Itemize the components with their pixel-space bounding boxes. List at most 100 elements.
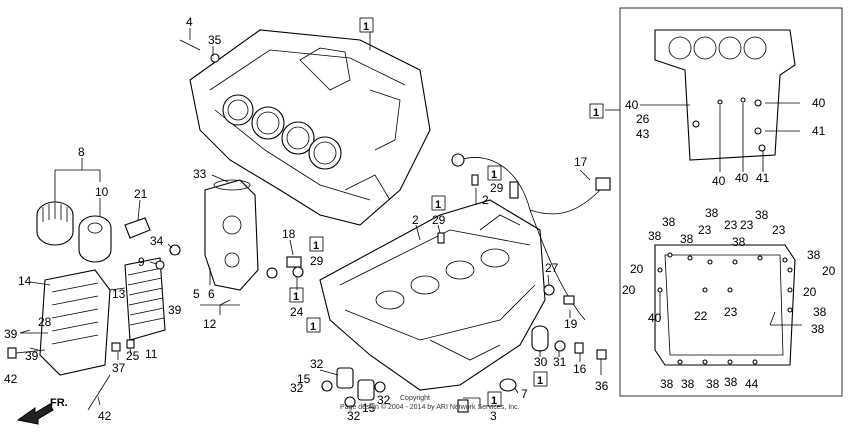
callout-18[interactable]: 18 bbox=[282, 227, 296, 241]
callout-23-b[interactable]: 23 bbox=[724, 218, 738, 232]
sensor-19[interactable] bbox=[563, 295, 575, 305]
callout-38-i[interactable]: 38 bbox=[811, 322, 825, 336]
callout-25[interactable]: 25 bbox=[126, 349, 140, 363]
oil-cooler[interactable] bbox=[124, 257, 166, 341]
callout-39-low[interactable]: 39 bbox=[25, 349, 39, 363]
stud-4[interactable] bbox=[179, 39, 201, 51]
o-ring-9[interactable] bbox=[155, 260, 165, 270]
callout-38-d[interactable]: 38 bbox=[705, 206, 719, 220]
callout-36[interactable]: 36 bbox=[595, 379, 609, 393]
callout-19[interactable]: 19 bbox=[564, 317, 578, 331]
upper-case-top-view[interactable] bbox=[654, 29, 796, 161]
callout-32-b[interactable]: 32 bbox=[290, 381, 304, 395]
oil-pipe[interactable] bbox=[124, 217, 151, 239]
callout-42-bottom[interactable]: 42 bbox=[98, 409, 112, 423]
bolt-37[interactable] bbox=[111, 342, 121, 352]
callout-43[interactable]: 43 bbox=[636, 127, 650, 141]
callout-42-left[interactable]: 42 bbox=[4, 372, 18, 386]
callout-38-g[interactable]: 38 bbox=[807, 248, 821, 262]
callout-38-m[interactable]: 38 bbox=[724, 375, 738, 389]
upper-crankcase[interactable] bbox=[189, 29, 431, 226]
callout-29-b[interactable]: 29 bbox=[432, 213, 446, 227]
callout-38-l[interactable]: 38 bbox=[706, 377, 720, 391]
oil-pressure-switch[interactable] bbox=[286, 256, 304, 278]
o-ring-32-c[interactable] bbox=[374, 381, 386, 393]
callout-33[interactable]: 33 bbox=[193, 167, 207, 181]
callout-26[interactable]: 26 bbox=[636, 112, 650, 126]
callout-20-d[interactable]: 20 bbox=[803, 285, 817, 299]
callout-38-c[interactable]: 38 bbox=[680, 232, 694, 246]
callout-7[interactable]: 7 bbox=[521, 387, 528, 401]
callout-2-b[interactable]: 2 bbox=[482, 193, 489, 207]
oil-filter-element[interactable] bbox=[78, 215, 112, 263]
callout-17[interactable]: 17 bbox=[574, 155, 588, 169]
callout-32-d[interactable]: 32 bbox=[347, 409, 361, 423]
callout-12[interactable]: 12 bbox=[203, 317, 217, 331]
o-ring-34[interactable] bbox=[169, 244, 181, 256]
callout-38-a[interactable]: 38 bbox=[648, 229, 662, 243]
bolt-25[interactable] bbox=[126, 339, 135, 349]
collar-30[interactable] bbox=[531, 325, 549, 352]
callout-38-h[interactable]: 38 bbox=[813, 305, 827, 319]
callout-28[interactable]: 28 bbox=[38, 315, 52, 329]
callout-38-k[interactable]: 38 bbox=[681, 377, 695, 391]
callout-11[interactable]: 11 bbox=[145, 347, 158, 361]
callout-15-a[interactable]: 15 bbox=[297, 372, 311, 386]
callout-38-j[interactable]: 38 bbox=[660, 377, 674, 391]
callout-37[interactable]: 37 bbox=[112, 361, 126, 375]
oil-filter[interactable] bbox=[36, 201, 74, 246]
oil-pipe-joint-15[interactable] bbox=[336, 367, 375, 401]
dowel-35[interactable] bbox=[210, 53, 220, 63]
callout-23-d[interactable]: 23 bbox=[772, 223, 786, 237]
callout-32-c[interactable]: 32 bbox=[377, 393, 391, 407]
callout-5[interactable]: 5 bbox=[193, 287, 200, 301]
callout-14[interactable]: 14 bbox=[18, 274, 32, 288]
callout-29-c[interactable]: 29 bbox=[310, 254, 324, 268]
callout-40-e[interactable]: 40 bbox=[648, 311, 662, 325]
callout-41-a[interactable]: 41 bbox=[812, 124, 826, 138]
oil-cooler-cover[interactable] bbox=[39, 269, 111, 376]
callout-35[interactable]: 35 bbox=[208, 33, 222, 47]
callout-38-f[interactable]: 38 bbox=[755, 208, 769, 222]
dowel-29[interactable] bbox=[471, 174, 479, 186]
callout-16[interactable]: 16 bbox=[573, 362, 587, 376]
callout-22[interactable]: 22 bbox=[694, 309, 708, 323]
callout-20-c[interactable]: 20 bbox=[622, 283, 636, 297]
oil-pump-housing[interactable] bbox=[204, 179, 278, 291]
callout-3[interactable]: 3 bbox=[490, 409, 497, 423]
callout-9[interactable]: 9 bbox=[138, 255, 145, 269]
callout-8[interactable]: 8 bbox=[78, 145, 85, 159]
callout-44[interactable]: 44 bbox=[745, 377, 759, 391]
drain-bolt-3[interactable] bbox=[457, 399, 469, 413]
callout-24[interactable]: 24 bbox=[290, 305, 304, 319]
callout-21[interactable]: 21 bbox=[134, 187, 148, 201]
callout-40-a[interactable]: 40 bbox=[625, 98, 639, 112]
callout-30[interactable]: 30 bbox=[534, 355, 548, 369]
callout-41-b[interactable]: 41 bbox=[756, 171, 770, 185]
callout-34[interactable]: 34 bbox=[150, 234, 164, 248]
bolt-42-left[interactable] bbox=[7, 347, 46, 359]
callout-2-a[interactable]: 2 bbox=[412, 213, 419, 227]
callout-29-a[interactable]: 29 bbox=[490, 181, 504, 195]
lower-case-bottom-view[interactable] bbox=[654, 244, 796, 366]
callout-38-e[interactable]: 38 bbox=[732, 235, 746, 249]
callout-40-c[interactable]: 40 bbox=[712, 174, 726, 188]
o-ring-32-b[interactable] bbox=[344, 396, 356, 408]
callout-23-a[interactable]: 23 bbox=[698, 223, 712, 237]
callout-39-left[interactable]: 39 bbox=[4, 327, 18, 341]
callout-32-a[interactable]: 32 bbox=[310, 357, 324, 371]
callout-13[interactable]: 13 bbox=[112, 287, 126, 301]
sensor-harness[interactable] bbox=[451, 153, 611, 321]
callout-10[interactable]: 10 bbox=[95, 185, 109, 199]
callout-27[interactable]: 27 bbox=[545, 261, 559, 275]
callout-23-c[interactable]: 23 bbox=[740, 218, 754, 232]
lower-crankcase[interactable] bbox=[319, 199, 546, 391]
callout-40-b[interactable]: 40 bbox=[812, 96, 826, 110]
callout-15-b[interactable]: 15 bbox=[362, 401, 376, 415]
callout-38-b[interactable]: 38 bbox=[662, 215, 676, 229]
o-ring-32-a[interactable] bbox=[321, 380, 333, 392]
callout-4[interactable]: 4 bbox=[186, 15, 193, 29]
callout-20-a[interactable]: 20 bbox=[630, 262, 644, 276]
bolt-16[interactable] bbox=[574, 342, 584, 354]
dowel-29-b[interactable] bbox=[437, 232, 445, 244]
